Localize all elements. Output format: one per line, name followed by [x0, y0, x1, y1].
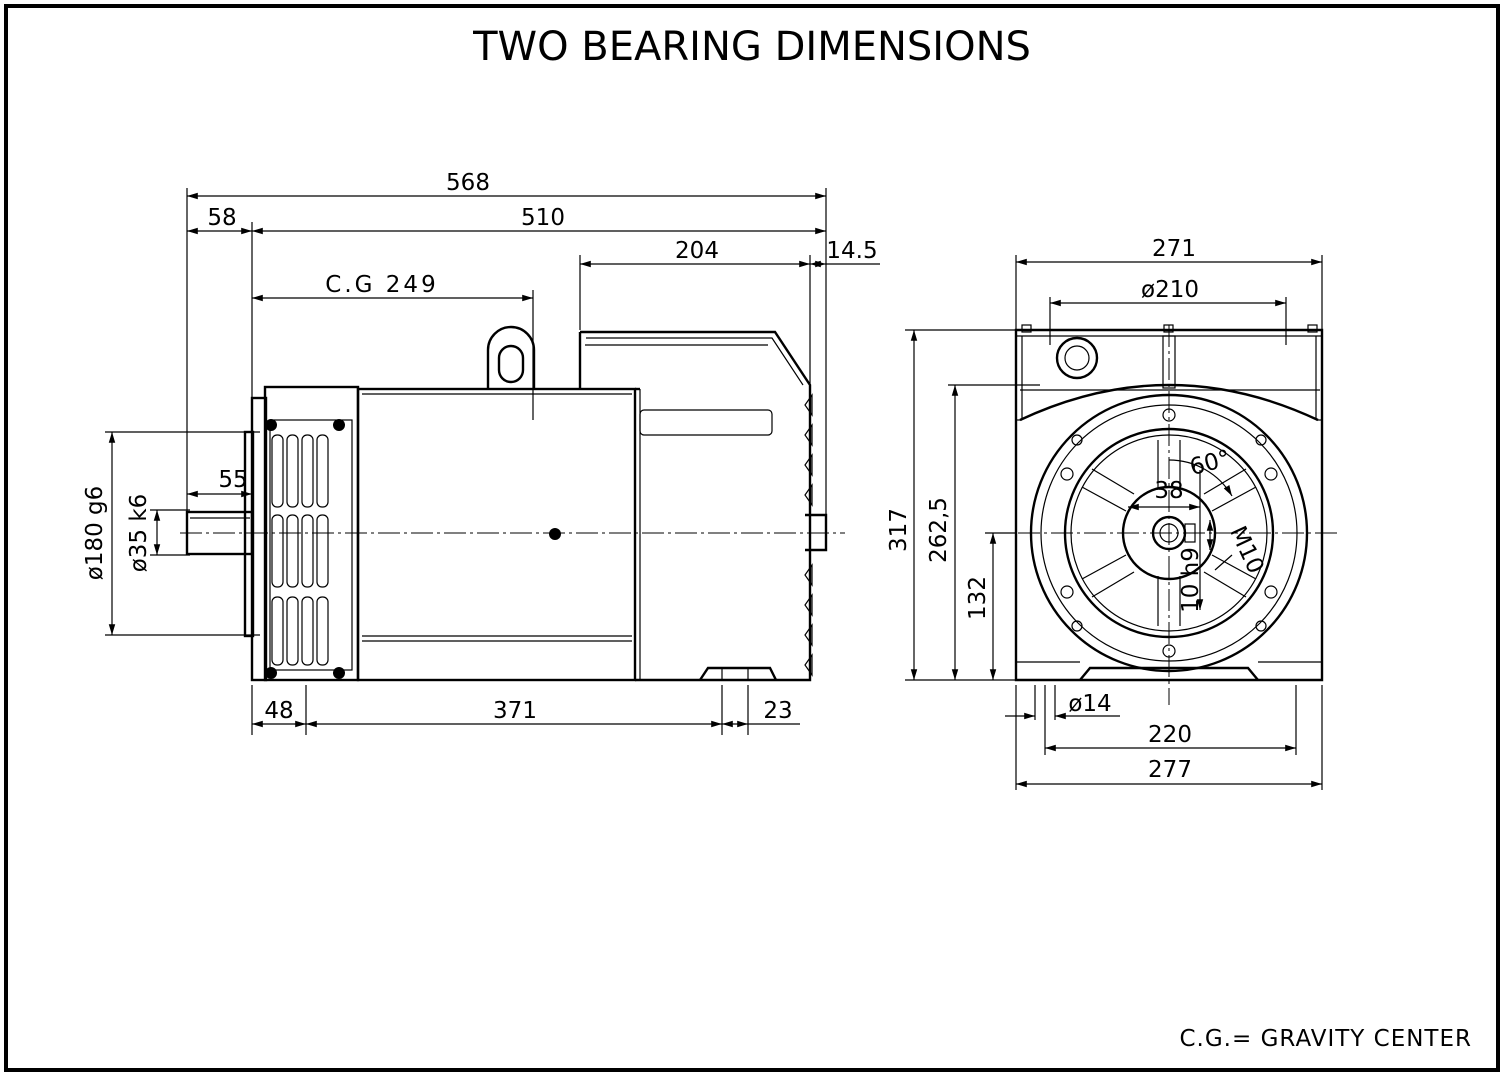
dim-shaft-offset: 58: [207, 205, 236, 231]
footer-note: C.G.= GRAVITY CENTER: [1179, 1026, 1472, 1052]
dim-foot-offset: 48: [264, 698, 293, 724]
end-housing: [1014, 324, 1324, 682]
dim-thread: M10: [1224, 522, 1268, 578]
side-view: 568 58 510 204 14.5 C.G 249 55 ø180 g6 ø…: [82, 170, 880, 735]
dim-foot-width: 23: [763, 698, 792, 724]
dim-overall-length: 568: [446, 170, 490, 196]
dim-width-top: 271: [1152, 236, 1196, 262]
dim-bolt-circle: ø210: [1141, 277, 1199, 303]
dim-hub-diameter: 38: [1154, 478, 1183, 504]
end-extension-lines: [905, 255, 1323, 790]
end-shield: [1029, 393, 1309, 673]
dim-rear-section: 204: [675, 238, 719, 264]
dim-mount-height: 262,5: [926, 497, 952, 563]
dim-rear-offset: 14.5: [826, 238, 877, 264]
dim-foot-spacing: 371: [493, 698, 537, 724]
rear-end-shield: [578, 330, 828, 682]
dim-cg: C.G 249: [325, 272, 438, 298]
gravity-center-marker: [549, 528, 561, 540]
dim-keyway: 10 h9: [1178, 547, 1204, 613]
side-dimension-lines: [108, 192, 880, 728]
page-title: TWO BEARING DIMENSIONS: [472, 24, 1031, 70]
dim-overall-height: 317: [886, 508, 912, 552]
end-view: 271 ø210 317 262,5 132 38 60° M10 10 h9 …: [886, 236, 1340, 790]
dim-flange-diameter: ø180 g6: [82, 486, 108, 581]
dim-base-width: 277: [1148, 757, 1192, 783]
lifting-eye: [486, 325, 536, 389]
stator-body: [356, 387, 637, 682]
end-dimension-lines: [910, 258, 1322, 788]
dim-angle: 60°: [1187, 445, 1233, 481]
dim-shaft-diameter: ø35 k6: [126, 494, 152, 573]
dim-hole-diameter: ø14: [1068, 691, 1111, 717]
side-extension-lines: [105, 188, 827, 735]
dim-body-length: 510: [521, 205, 565, 231]
dim-shaft-length: 55: [218, 467, 247, 493]
dim-foot-holes: 220: [1148, 722, 1192, 748]
dim-shaft-height: 132: [965, 576, 991, 620]
